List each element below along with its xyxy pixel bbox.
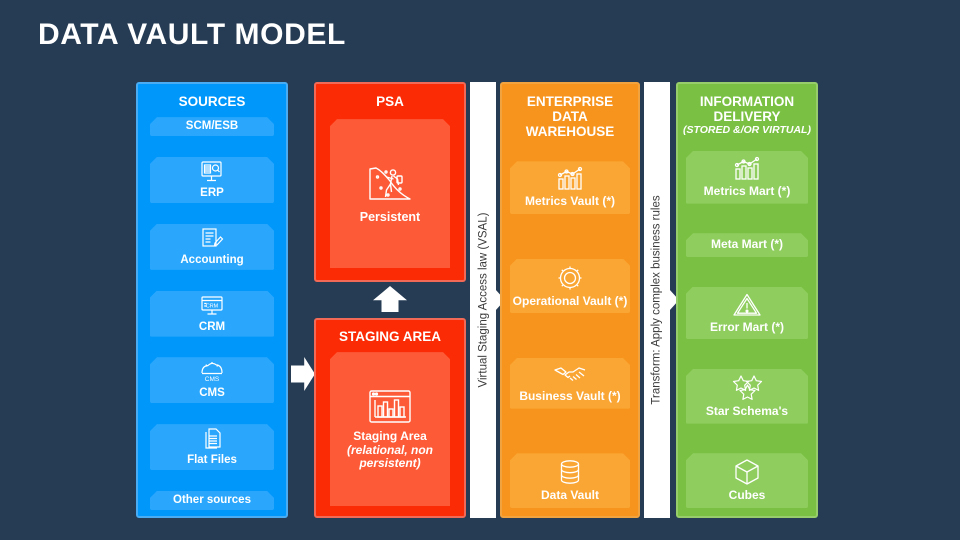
delivery-card-list: Metrics Mart (*) Meta Mart (*) Error Mar… — [678, 137, 816, 516]
cms-cloud-gear-icon: CMS — [198, 360, 226, 384]
source-card-accounting[interactable]: Accounting — [150, 224, 274, 270]
delivery-card-label: Metrics Mart (*) — [703, 183, 791, 198]
delivery-heading-line1: INFORMATION — [699, 94, 795, 109]
delivery-card-label: Error Mart (*) — [709, 319, 784, 334]
staging-card-label-line3: persistent) — [359, 456, 421, 471]
source-label: SCM/ESB — [185, 120, 239, 133]
staging-card-label-line2: (relational, non — [346, 442, 433, 457]
svg-text:CMS: CMS — [205, 376, 220, 383]
divider-transform-label: Transform: Apply complex business rules — [651, 195, 663, 405]
staging-card[interactable]: Staging Area (relational, non persistent… — [330, 352, 450, 506]
delivery-card-meta-mart[interactable]: Meta Mart (*) — [686, 233, 808, 257]
edw-heading-line1: ENTERPRISE — [526, 94, 614, 109]
divider-vsal-label: Virtual Staging Access law (VSAL) — [477, 212, 489, 388]
edw-card-business-vault[interactable]: Business Vault (*) — [510, 358, 630, 409]
bar-chart-window-icon — [366, 387, 414, 427]
edw-card-data-vault[interactable]: Data Vault — [510, 453, 630, 508]
psa-heading: PSA — [376, 94, 404, 109]
sources-to-staging-arrow — [291, 357, 315, 391]
monitor-chart-icon — [199, 160, 225, 184]
bar-chart-trend-icon — [732, 156, 762, 182]
source-card-other-sources[interactable]: Other sources — [150, 491, 274, 510]
sources-heading: SOURCES — [178, 94, 246, 109]
delivery-card-metrics-mart[interactable]: Metrics Mart (*) — [686, 151, 808, 204]
source-label: Flat Files — [187, 454, 237, 467]
delivery-subheading: (STORED &/OR VIRTUAL) — [683, 124, 811, 137]
edw-heading-line3: WAREHOUSE — [525, 124, 615, 140]
source-label: ERP — [200, 186, 224, 199]
column-enterprise-data-warehouse: ENTERPRISE DATA WAREHOUSE Metrics Vault … — [500, 82, 640, 518]
delivery-card-error-mart[interactable]: Error Mart (*) — [686, 287, 808, 340]
climber-icon — [364, 163, 416, 207]
source-label: Other sources — [173, 493, 251, 506]
edw-card-label: Metrics Vault (*) — [524, 194, 616, 209]
source-card-crm[interactable]: CRM CRM — [150, 291, 274, 337]
delivery-card-label: Cubes — [728, 488, 766, 503]
edw-card-label: Operational Vault (*) — [512, 293, 628, 308]
handshake-icon — [553, 363, 587, 387]
edw-card-metrics-vault[interactable]: Metrics Vault (*) — [510, 161, 630, 214]
psa-card-persistent[interactable]: Persistent — [330, 119, 450, 268]
column-information-delivery: INFORMATION DELIVERY (STORED &/OR VIRTUA… — [676, 82, 818, 518]
source-label: Accounting — [180, 253, 244, 266]
delivery-card-label: Meta Mart (*) — [710, 237, 783, 252]
source-label: CMS — [199, 387, 225, 400]
sources-card-list: SCM/ESB ERP — [138, 109, 286, 516]
delivery-card-cubes[interactable]: Cubes — [686, 453, 808, 508]
staging-card-list: Staging Area (relational, non persistent… — [316, 344, 464, 516]
edw-heading-line2: DATA — [552, 109, 588, 125]
warning-triangle-icon — [732, 292, 762, 318]
source-card-flat-files[interactable]: Flat Files — [150, 424, 274, 470]
svg-text:CRM: CRM — [206, 303, 219, 309]
source-card-cms[interactable]: CMS CMS — [150, 357, 274, 403]
divider-transform: Transform: Apply complex business rules — [644, 82, 679, 518]
column-staging-area: STAGING AREA Staging Area (r — [314, 318, 466, 518]
source-card-erp[interactable]: ERP — [150, 157, 274, 203]
bar-chart-trend-icon — [555, 166, 585, 192]
column-sources: SOURCES SCM/ESB ERP — [136, 82, 288, 518]
edw-card-label: Data Vault — [540, 488, 600, 503]
chevron-right-icon — [669, 289, 679, 311]
psa-card-list: Persistent — [316, 109, 464, 280]
staging-heading: STAGING AREA — [338, 329, 441, 344]
edw-card-label: Business Vault (*) — [519, 388, 621, 403]
edw-card-operational-vault[interactable]: Operational Vault (*) — [510, 259, 630, 314]
edw-card-list: Metrics Vault (*) Operational Vault (* — [502, 139, 638, 516]
invoice-pen-icon — [199, 227, 225, 251]
stars-icon — [730, 374, 764, 402]
column-psa: PSA Persis — [314, 82, 466, 282]
staging-card-label: Staging Area (relational, non persistent… — [347, 430, 433, 471]
psa-card-label: Persistent — [359, 209, 421, 224]
staging-to-psa-arrow — [373, 286, 407, 312]
documents-icon — [200, 427, 224, 451]
database-icon — [557, 458, 583, 486]
delivery-heading: INFORMATION DELIVERY (STORED &/OR VIRTUA… — [678, 84, 816, 137]
crm-monitor-icon: CRM — [199, 294, 225, 318]
edw-heading: ENTERPRISE DATA WAREHOUSE — [502, 84, 638, 139]
delivery-card-label: Star Schema's — [705, 403, 789, 418]
source-card-scm-esb[interactable]: SCM/ESB — [150, 117, 274, 136]
page-title: DATA VAULT MODEL — [38, 18, 346, 51]
delivery-heading-line2: DELIVERY — [713, 109, 781, 125]
cube-icon — [733, 458, 761, 486]
delivery-card-star-schemas[interactable]: Star Schema's — [686, 369, 808, 424]
staging-card-label-line1: Staging Area — [353, 429, 427, 444]
source-label: CRM — [198, 320, 226, 333]
gear-icon — [555, 264, 585, 292]
divider-vsal: Virtual Staging Access law (VSAL) — [470, 82, 505, 518]
